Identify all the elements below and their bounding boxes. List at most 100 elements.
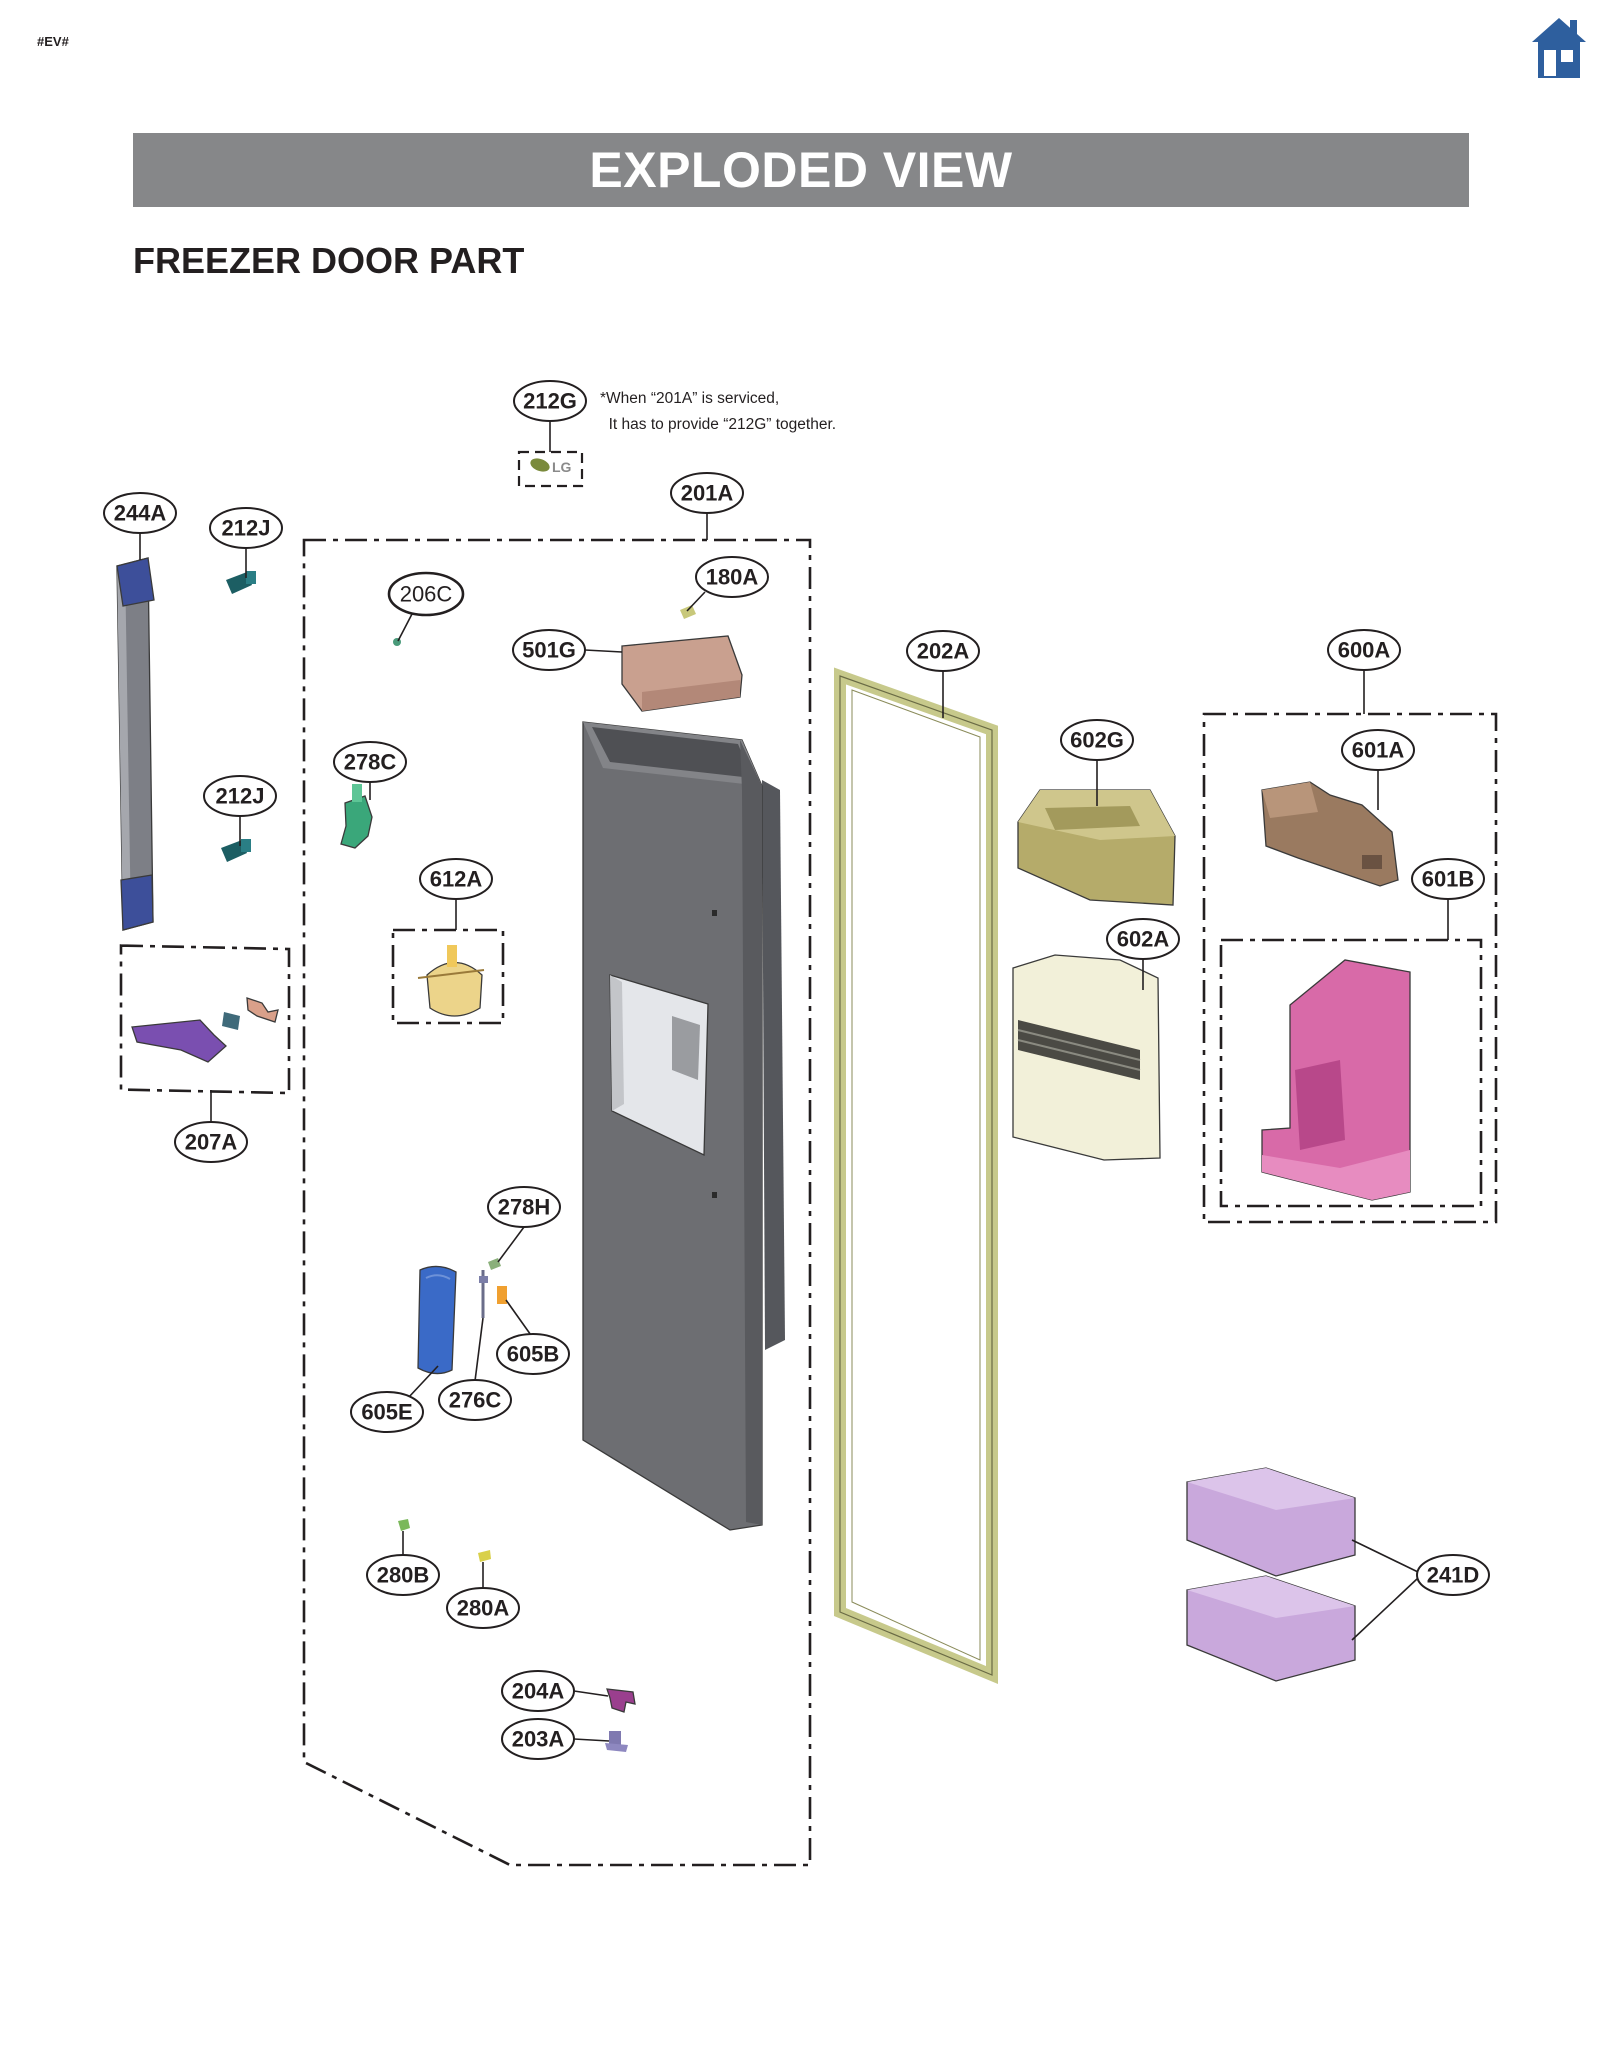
svg-text:206C: 206C: [400, 582, 453, 607]
svg-text:601A: 601A: [1352, 738, 1405, 763]
callout-605B: 605B: [496, 1333, 570, 1375]
svg-text:278C: 278C: [344, 750, 397, 775]
svg-text:605B: 605B: [507, 1342, 560, 1367]
svg-text:212J: 212J: [222, 516, 271, 541]
callout-180A: 180A: [695, 556, 769, 598]
svg-text:201A: 201A: [681, 481, 734, 506]
door-handle: [116, 557, 155, 931]
svg-text:204A: 204A: [512, 1679, 565, 1704]
part-605B: [497, 1286, 507, 1304]
part-276C: [479, 1270, 488, 1318]
callout-204A: 204A: [501, 1670, 575, 1712]
callout-600A: 600A: [1327, 629, 1401, 671]
dispenser-paddle-605E: [417, 1265, 457, 1375]
ice-bin-cover: [1017, 789, 1176, 906]
callout-501G: 501G: [512, 629, 586, 671]
callout-206C: 206C: [387, 571, 465, 617]
svg-text:244A: 244A: [114, 501, 167, 526]
callout-212G: 212G: [513, 380, 587, 422]
leader-180A: [686, 591, 706, 612]
lamp-assembly: [417, 945, 485, 1017]
door-bin-lower: [1186, 1575, 1356, 1682]
door-outer-panel: [582, 721, 785, 1531]
svg-text:602A: 602A: [1117, 927, 1170, 952]
section-title: FREEZER DOOR PART: [133, 240, 525, 281]
svg-text:280B: 280B: [377, 1563, 430, 1588]
svg-text:612A: 612A: [430, 867, 483, 892]
svg-text:241D: 241D: [1427, 1563, 1480, 1588]
leader-206C: [397, 613, 413, 642]
callout-201A: 201A: [670, 472, 744, 514]
callout-212J: 212J: [209, 507, 283, 549]
handle-screw-bottom: [221, 839, 251, 862]
callout-602A: 602A: [1106, 918, 1180, 960]
svg-text:605E: 605E: [361, 1400, 412, 1425]
icebin-outline: [1219, 938, 1483, 1208]
emblem-outline: [517, 450, 584, 488]
handle-cap-kit-outline: [119, 944, 291, 1095]
leader-204A: [573, 1690, 609, 1697]
leader-203A: [573, 1738, 610, 1742]
callout-601B: 601B: [1411, 858, 1485, 900]
lamp-kit-outline: [391, 928, 505, 1025]
leader-278H: [497, 1226, 525, 1263]
document-code: #EV#: [37, 34, 69, 49]
leader-241D-a: [1351, 1539, 1419, 1573]
leader-605E: [407, 1365, 439, 1399]
door-assembly-outline: [302, 538, 812, 1867]
leader-501G: [584, 649, 623, 653]
handle-cap-kit: [131, 997, 279, 1063]
svg-text:600A: 600A: [1338, 638, 1391, 663]
svg-text:202A: 202A: [917, 639, 970, 664]
callout-280A: 280A: [446, 1587, 520, 1629]
leader-276C: [474, 1317, 484, 1382]
dispenser-cover: [621, 635, 743, 712]
callout-276C: 276C: [438, 1379, 512, 1421]
callout-244A: 244A: [103, 492, 177, 534]
callout-280B: 280B: [366, 1554, 440, 1596]
callout-278H: 278H: [487, 1186, 561, 1228]
svg-text:602G: 602G: [1070, 728, 1124, 753]
page-title: EXPLODED VIEW: [133, 133, 1469, 207]
svg-text:278H: 278H: [498, 1195, 551, 1220]
service-note: *When “201A” is serviced, It has to prov…: [600, 390, 837, 433]
callout-241D: 241D: [1416, 1554, 1490, 1596]
callout-202A: 202A: [906, 630, 980, 672]
hinge-part-203A: [605, 1731, 628, 1752]
part-278C: [340, 784, 373, 849]
svg-text:203A: 203A: [512, 1727, 565, 1752]
leader-241D-b: [1351, 1577, 1419, 1641]
part-180A: [680, 605, 696, 619]
callout-212J-2: 212J: [203, 775, 277, 817]
svg-text:LG: LG: [552, 459, 572, 475]
ice-bucket: [1012, 954, 1161, 1161]
svg-text:207A: 207A: [185, 1130, 238, 1155]
handle-screw-top: [226, 571, 256, 594]
ice-bin-housing: [1261, 959, 1411, 1201]
part-280B: [398, 1519, 410, 1531]
leader-605B: [505, 1299, 534, 1339]
callout-601A: 601A: [1341, 729, 1415, 771]
home-icon[interactable]: [1530, 16, 1588, 80]
svg-text:276C: 276C: [449, 1388, 502, 1413]
svg-text:180A: 180A: [706, 565, 759, 590]
svg-text:212J: 212J: [216, 784, 265, 809]
callout-278C: 278C: [333, 741, 407, 783]
callout-605E: 605E: [350, 1391, 424, 1433]
part-280A: [478, 1550, 491, 1562]
callout-203A: 203A: [501, 1718, 575, 1760]
hinge-part-204A: [606, 1688, 636, 1713]
icemaker: [1261, 781, 1399, 887]
callout-612A: 612A: [419, 858, 493, 900]
icemaker-assembly-outline: [1202, 712, 1498, 1224]
svg-text:212G: 212G: [523, 389, 577, 414]
svg-text:501G: 501G: [522, 638, 576, 663]
svg-text:280A: 280A: [457, 1596, 510, 1621]
svg-text:601B: 601B: [1422, 867, 1475, 892]
callout-207A: 207A: [174, 1121, 248, 1163]
lg-emblem: LG: [530, 458, 572, 475]
callout-602G: 602G: [1060, 719, 1134, 761]
door-gasket: [834, 667, 998, 1684]
door-bin-upper: [1186, 1467, 1356, 1577]
